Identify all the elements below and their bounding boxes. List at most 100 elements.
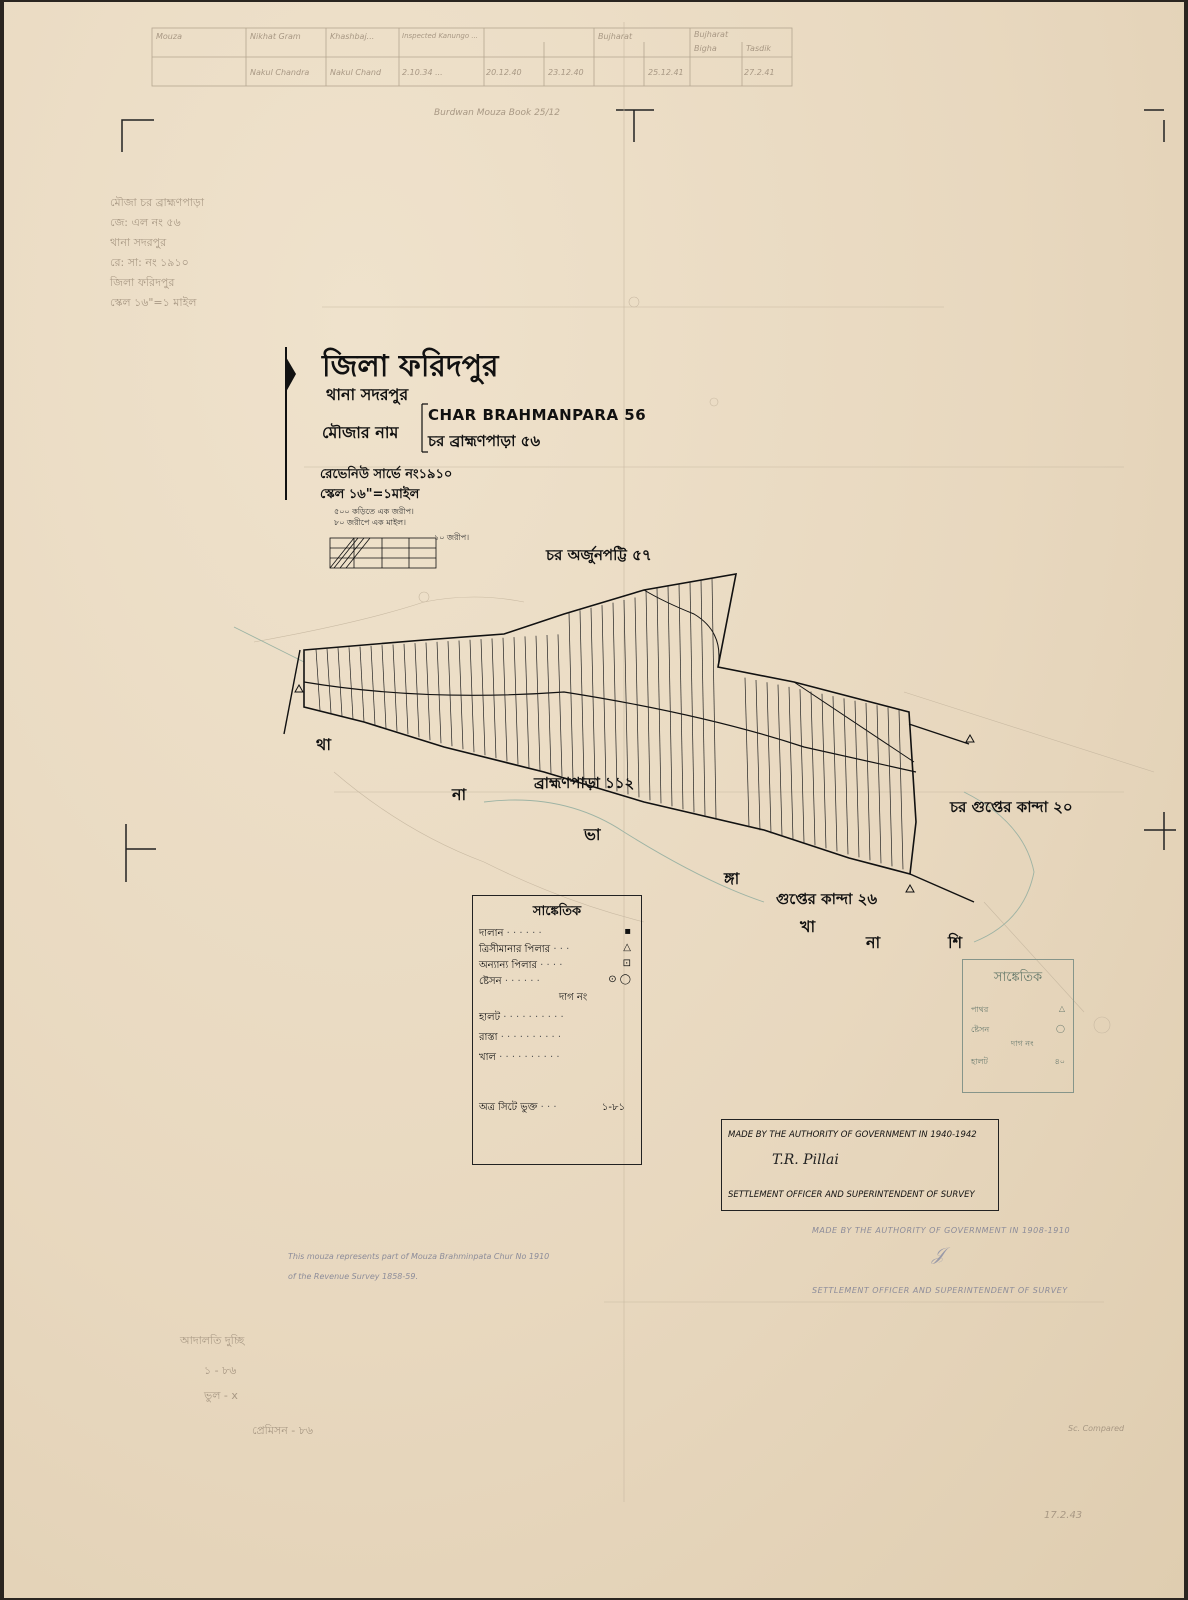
plot-boundary-line — [766, 682, 772, 834]
river-letter-3: ভা — [584, 825, 601, 844]
plot-boundary-line — [447, 641, 453, 747]
old-legend-row-2: ষ্টেসন ◯ — [971, 1024, 1065, 1037]
plot-boundary-line — [381, 645, 387, 729]
plot-boundary-line — [601, 605, 607, 789]
old-legend-row-3: দাগ নং — [1011, 1038, 1065, 1051]
legend-row-building: দালান · · · · · · ▪ — [479, 926, 631, 939]
legend-row-halot: হালট · · · · · · · · · · — [479, 1012, 564, 1023]
plot-boundary-line — [513, 637, 519, 765]
river-letter-7: শি — [948, 933, 963, 952]
old-signature-mark: 𝒥 — [932, 1244, 945, 1265]
revenue-survey-number: রেভেনিউ সার্ভে নং১৯১০ — [320, 467, 453, 482]
old-legend-label: ষ্টেসন — [971, 1025, 990, 1034]
plot-boundary-line — [480, 639, 486, 756]
plot-boundary-line — [568, 612, 574, 780]
triangle-icon: △ — [1058, 1004, 1065, 1013]
bottom-note-2: ১ - ৮৬ — [204, 1364, 237, 1377]
plot-boundary-line — [799, 689, 805, 843]
pencil-guides — [253, 22, 1155, 1502]
plot-boundary-line — [469, 639, 475, 753]
neighbour-center-label: ব্রাহ্মণপাড়া ১১২ — [534, 774, 635, 792]
thana-label: থানা সদরপুর — [326, 385, 409, 404]
plot-boundary-line — [458, 640, 464, 750]
legend-row-station: ষ্টেসন · · · · · · ⊙ ◯ — [479, 974, 631, 987]
header-table-label-nikhat: Nikhat Gram — [250, 32, 301, 41]
header-table-label-kanungo: Inspected Kanungo ... — [402, 32, 479, 40]
river-letter-1: থা — [316, 735, 332, 754]
top-note: Burdwan Mouza Book 25/12 — [434, 108, 561, 118]
scale-bar — [329, 537, 437, 569]
mouza-label: মৌজার নাম — [322, 423, 399, 442]
plot-boundary-line — [634, 597, 640, 798]
scale-note-1: ৫০০ কড়িতে এক জরীপ। — [334, 507, 414, 516]
old-legend-label: হালট — [971, 1057, 988, 1066]
legend-label: ত্রিসীমানার পিলার — [479, 944, 551, 955]
plot-boundary-line — [546, 635, 552, 774]
plot-boundary-line — [359, 646, 365, 723]
left-note-6: স্কেল ১৬"=১ মাইল — [110, 296, 197, 309]
old-legend-row-1: পাথর△ — [971, 1004, 1065, 1017]
legend-label: খাল — [479, 1052, 496, 1063]
compared-date: 17.2.43 — [1044, 1510, 1083, 1521]
plot-boundary-line — [623, 600, 629, 795]
title-bracket — [285, 347, 428, 500]
plot-boundary-line — [590, 607, 596, 786]
bottom-note-1: আদালতি দুচ্ছি — [180, 1334, 245, 1347]
plot-boundary-line — [645, 589, 651, 801]
plot-boundary-line — [832, 696, 838, 852]
header-table-entry-6: 25.12.41 — [648, 68, 684, 77]
old-authority-line-1: MADE BY THE AUTHORITY OF GOVERNMENT IN 1… — [812, 1226, 1071, 1235]
plot-boundary-line — [370, 645, 376, 726]
plot-boundary-line — [843, 698, 849, 855]
compared-note: Sc. Compared — [1068, 1424, 1125, 1433]
left-note-3: থানা সদরপুর — [110, 236, 167, 249]
plot-boundary-line — [491, 638, 497, 759]
header-table-entry-5: 23.12.40 — [548, 68, 584, 77]
left-note-1: মৌজা চর ব্রাহ্মণপাড়া — [110, 196, 205, 209]
plot-boundary-line — [403, 643, 409, 735]
header-table-label-mouza: Mouza — [156, 32, 182, 41]
plot-subdivisions — [315, 578, 904, 870]
legend-row-canal: খাল · · · · · · · · · · — [479, 1052, 560, 1063]
header-table-entry-2: Nakul Chand — [330, 68, 382, 77]
header-table-entry-4: 20.12.40 — [486, 68, 522, 77]
plot-boundary-line — [524, 636, 530, 768]
plot-boundary-line — [502, 637, 508, 762]
header-table-lines — [151, 27, 793, 87]
header-table-label-khashbaj: Khashbaj... — [330, 32, 375, 41]
header-table-entry-7: 27.2.41 — [744, 68, 775, 77]
plot-boundary-line — [678, 583, 684, 810]
circle-icon: ◯ — [1056, 1024, 1065, 1033]
circle-dot-icon: ⊙ ◯ — [608, 974, 631, 985]
old-legend-label: দাগ নং — [1011, 1039, 1034, 1048]
plot-boundary-line — [777, 684, 783, 837]
old-map-lines — [233, 626, 1035, 943]
plot-boundary-line — [337, 647, 343, 717]
mouza-name-bengali: চর ব্রাহ্মণপাড়া ৫৬ — [428, 432, 541, 450]
plot-boundary-line — [579, 610, 585, 783]
river-letter-4: ঙ্গা — [724, 869, 740, 888]
plot-boundary-line — [887, 707, 893, 867]
revenue-note-2: of the Revenue Survey 1858-59. — [288, 1272, 419, 1281]
revenue-note-1: This mouza represents part of Mouza Brah… — [288, 1252, 550, 1261]
plot-boundary-line — [557, 634, 563, 777]
mouza-name-english: CHAR BRAHMANPARA 56 — [428, 406, 647, 424]
plot-boundary-line — [348, 647, 354, 720]
legend-row-road: রাস্তা · · · · · · · · · · — [479, 1032, 562, 1043]
district-title: জিলা ফরিদপুর — [322, 349, 499, 384]
left-note-2: জে: এল নং ৫৬ — [110, 216, 181, 229]
legend-box: সাঙ্কেতিক দালান · · · · · · ▪ ত্রিসীমানা… — [472, 895, 642, 1165]
header-table-label-tasdik: Tasdik — [746, 44, 772, 53]
plot-boundary-line — [315, 649, 321, 711]
legend-plot-range: ১-৮১ — [601, 1102, 625, 1113]
authority-line-2: SETTLEMENT OFFICER AND SUPERINTENDENT OF… — [728, 1190, 975, 1200]
plot-boundary-line — [689, 581, 695, 813]
plot-boundary-line — [810, 691, 816, 846]
header-table-entry-3: 2.10.34 ... — [402, 68, 443, 77]
legend-label: অত্র সিটে ভুক্ত — [479, 1102, 538, 1113]
registration-marks — [121, 109, 1176, 882]
left-note-5: জিলা ফরিদপুর — [110, 276, 175, 289]
boxed-square-icon: ⊡ — [622, 958, 631, 969]
legend-label: রাস্তা — [479, 1032, 498, 1043]
